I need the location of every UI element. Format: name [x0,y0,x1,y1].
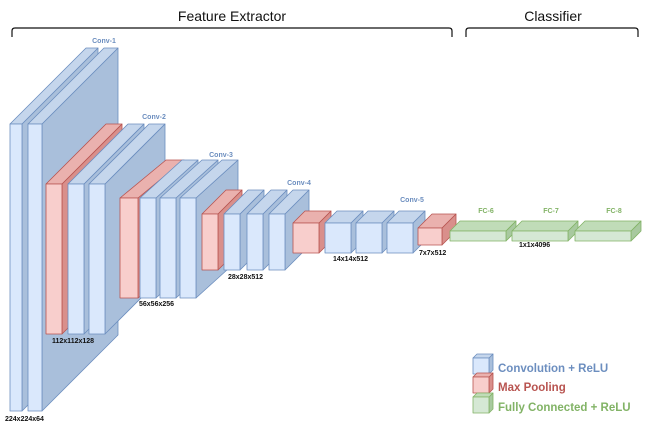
feature-extractor-brace [11,27,453,37]
legend-pool-label: Max Pooling [498,382,566,394]
conv2-label: Conv-2 [142,114,166,121]
dim-224x224x64: 224x224x64 [5,416,44,423]
dim-1x1x4096: 1x1x4096 [519,242,550,249]
legend-fc-label: Fully Connected + ReLU [498,402,631,414]
pool5-block [417,213,457,246]
fc8-label: FC-8 [606,208,622,215]
legend-conv-label: Convolution + ReLU [498,363,608,375]
dim-14x14x512: 14x14x512 [333,256,368,263]
dim-112x112x128: 112x112x128 [52,338,94,345]
classifier-title: Classifier [524,8,582,24]
fc8-block [574,220,642,242]
dim-7x7x512: 7x7x512 [419,250,446,257]
legend [472,353,494,414]
conv1-label: Conv-1 [92,38,116,45]
classifier-brace [465,27,639,37]
fc7-label: FC-7 [543,208,559,215]
fc7-block [511,220,579,242]
dim-56x56x256: 56x56x256 [139,301,174,308]
layer-blocks [9,47,642,412]
conv4-label: Conv-4 [287,180,311,187]
legend-conv-swatch [472,353,494,375]
fc6-block [449,220,517,242]
feature-extractor-title: Feature Extractor [178,8,286,24]
legend-pool-swatch [472,372,494,394]
legend-fc-swatch [472,392,494,414]
dim-28x28x512: 28x28x512 [228,274,263,281]
conv3-label: Conv-3 [209,152,233,159]
fc6-label: FC-6 [478,208,494,215]
conv5-label: Conv-5 [400,197,424,204]
